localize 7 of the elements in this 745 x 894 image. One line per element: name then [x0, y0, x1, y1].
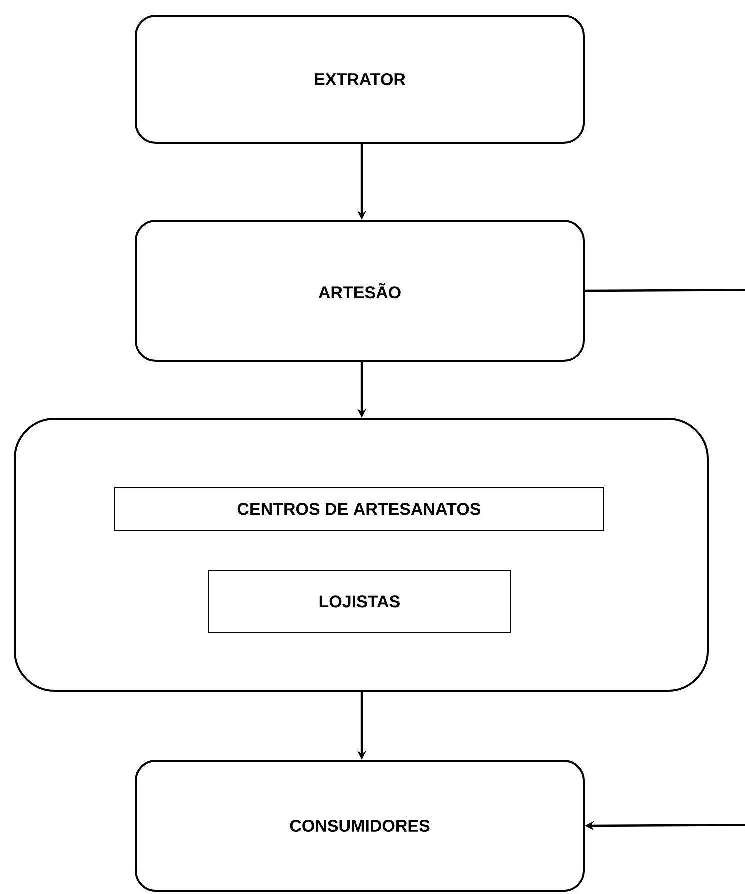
arrow — [585, 288, 745, 831]
process-box: ARTESÃO — [135, 220, 585, 362]
group-box — [14, 418, 709, 692]
process-box: CONSUMIDORES — [135, 760, 585, 892]
process-box: EXTRATOR — [135, 15, 585, 144]
process-box: CENTROS DE ARTESANATOS — [114, 487, 604, 532]
process-box: LOJISTAS — [208, 570, 512, 634]
